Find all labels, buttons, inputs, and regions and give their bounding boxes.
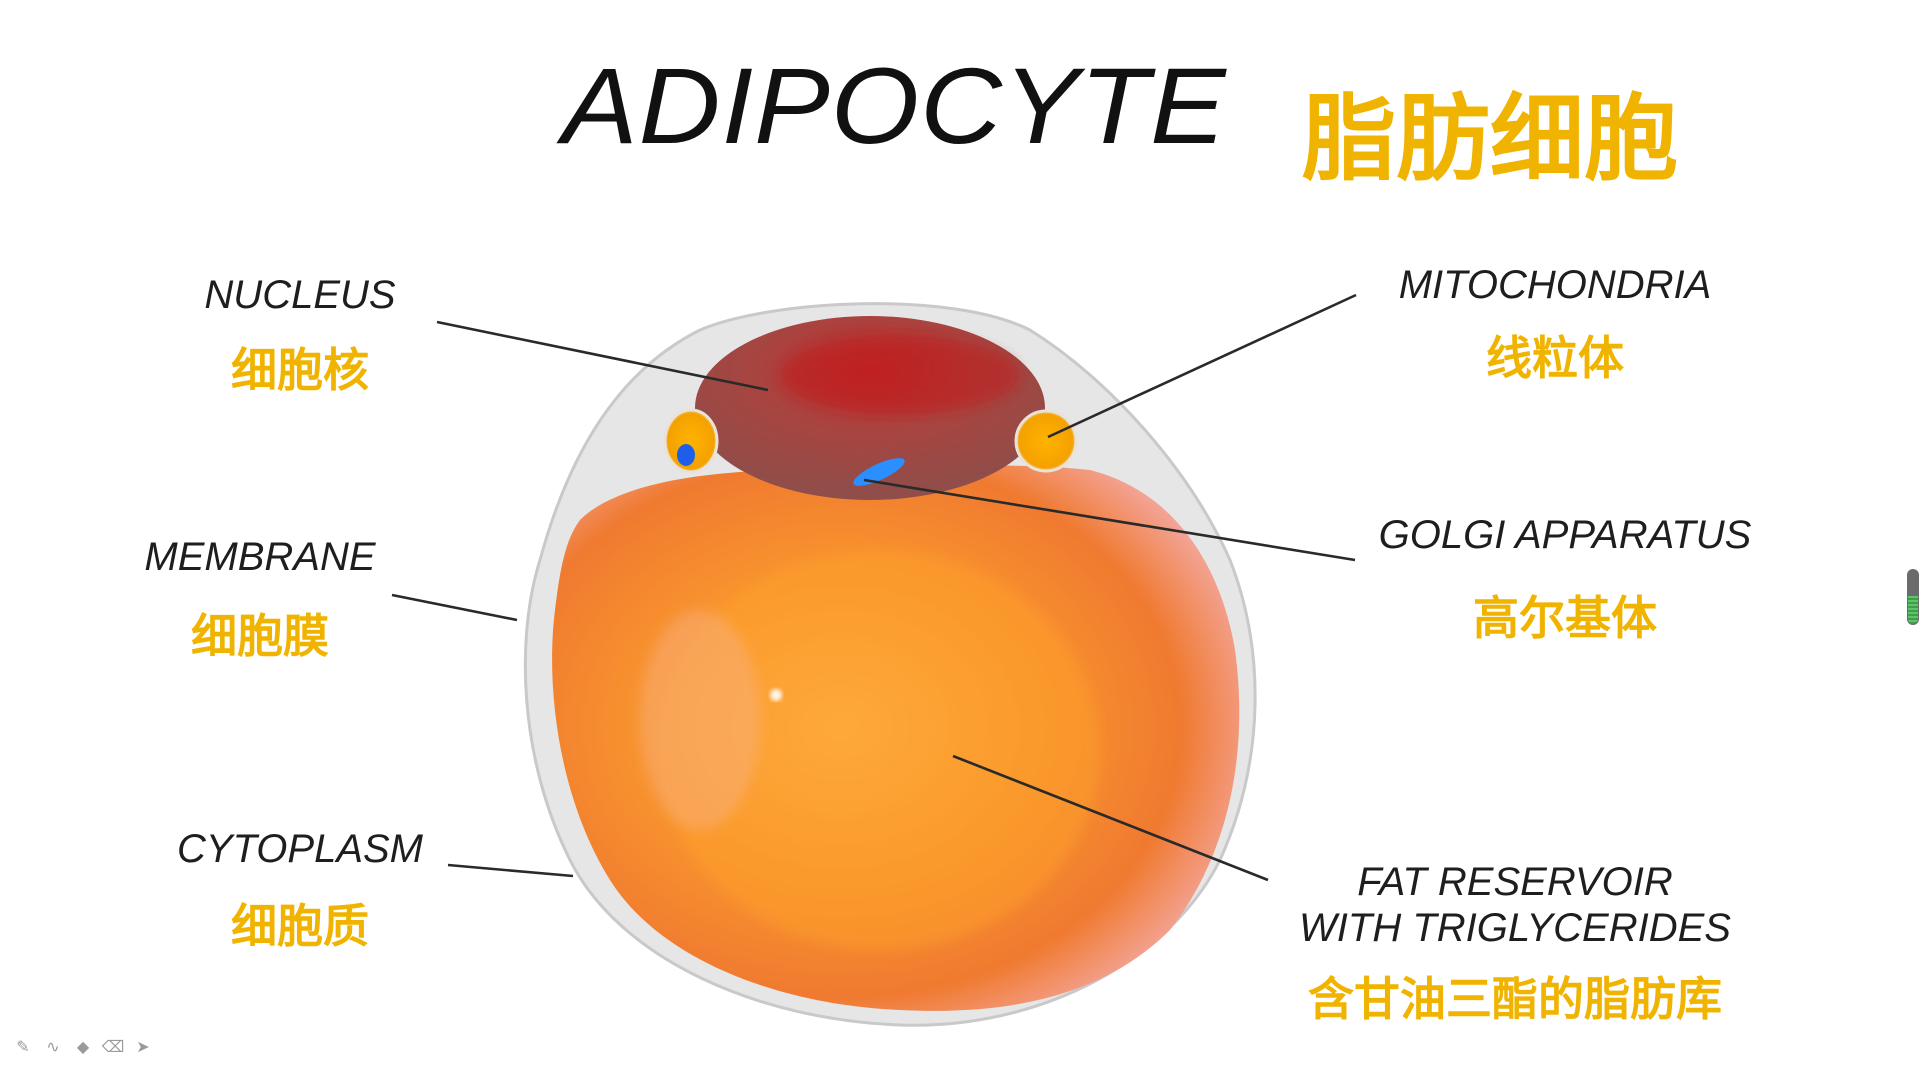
mitochondria-leader-line xyxy=(1047,293,1357,439)
page-progress-fill xyxy=(1908,596,1918,624)
leader-lines xyxy=(391,293,1357,882)
label-membrane-en: MEMBRANE xyxy=(144,535,376,579)
golgi-apparatus xyxy=(853,458,905,486)
pencil-icon[interactable]: ✎ xyxy=(16,1039,30,1056)
label-membrane: MEMBRANE 细胞膜 xyxy=(130,537,390,659)
annotation-toolbar: ✎ ∿ ◆ ⌫ ➤ xyxy=(14,1038,152,1056)
wave-icon[interactable]: ∿ xyxy=(46,1039,60,1056)
label-nucleus-zh: 细胞核 xyxy=(231,344,369,396)
label-golgi: GOLGI APPARATUS 高尔基体 xyxy=(1355,515,1775,641)
label-fat-reservoir: FAT RESERVOIR WITH TRIGLYCERIDES 含甘油三酯的脂… xyxy=(1270,862,1760,1022)
label-membrane-zh: 细胞膜 xyxy=(191,610,329,662)
label-fat-reservoir-zh: 含甘油三酯的脂肪库 xyxy=(1308,973,1722,1025)
title-english: ADIPOCYTE xyxy=(562,45,1227,166)
mitochondria-left xyxy=(663,408,719,474)
label-fat-reservoir-en-line2: WITH TRIGLYCERIDES xyxy=(1299,906,1731,950)
label-golgi-en: GOLGI APPARATUS xyxy=(1378,513,1752,557)
golgi-leader-line xyxy=(863,478,1356,562)
nucleus-leader-line xyxy=(436,320,769,392)
membrane-leader-line xyxy=(391,593,518,622)
cytoplasm-leader-line xyxy=(447,863,574,878)
title-chinese: 脂肪细胞 xyxy=(1302,86,1679,191)
label-nucleus-en: NUCLEUS xyxy=(204,273,396,317)
label-golgi-zh: 高尔基体 xyxy=(1473,592,1657,644)
page-progress-scrollbar[interactable] xyxy=(1907,569,1919,625)
fat-reservoir-body xyxy=(552,465,1240,1011)
nucleus xyxy=(695,316,1045,500)
paint-bucket-icon[interactable]: ◆ xyxy=(76,1039,90,1056)
label-cytoplasm-en: CYTOPLASM xyxy=(177,827,423,871)
fat-reservoir-leader-line xyxy=(952,754,1269,882)
cursor-arrow-icon[interactable]: ➤ xyxy=(136,1039,150,1056)
mitochondria-right xyxy=(1014,409,1078,473)
label-mitochondria-zh: 线粒体 xyxy=(1486,332,1624,384)
eraser-icon[interactable]: ⌫ xyxy=(101,1039,125,1056)
label-nucleus: NUCLEUS 细胞核 xyxy=(180,275,420,393)
label-cytoplasm-zh: 细胞质 xyxy=(231,900,369,952)
label-fat-reservoir-en-line1: FAT RESERVOIR xyxy=(1357,860,1673,904)
label-cytoplasm: CYTOPLASM 细胞质 xyxy=(155,829,445,949)
label-mitochondria: MITOCHONDRIA 线粒体 xyxy=(1380,265,1730,381)
label-mitochondria-en: MITOCHONDRIA xyxy=(1398,263,1712,307)
